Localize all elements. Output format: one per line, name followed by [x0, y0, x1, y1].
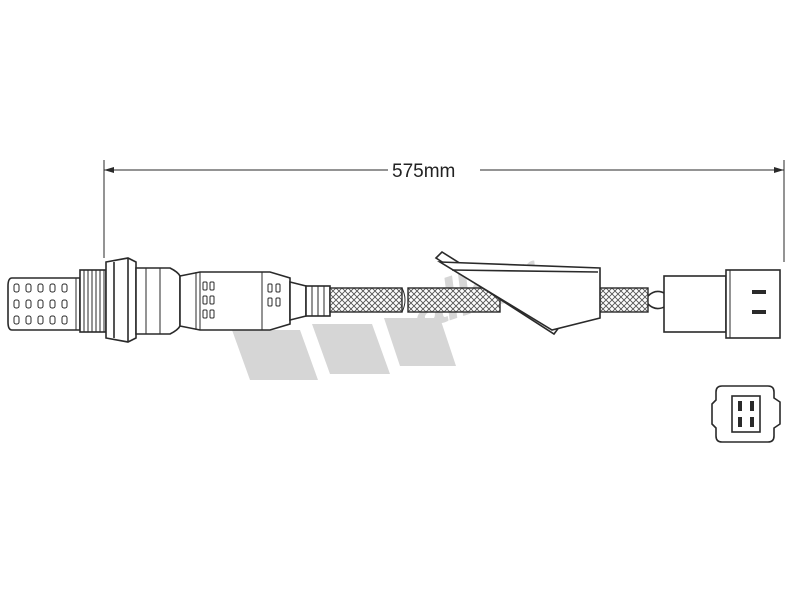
sensor-thread: [79, 269, 107, 333]
braided-cable: [329, 287, 649, 313]
sensor-cable-boot: [289, 280, 331, 322]
sensor-hex-nut: [105, 257, 137, 343]
sensor-probe-tip: [7, 277, 81, 331]
cable-protective-sleeve: [434, 250, 601, 336]
sensor-body: [135, 267, 291, 335]
dimension-length-label: 575mm: [392, 161, 455, 182]
dimension-line: [103, 160, 785, 262]
connector-face-view: [711, 385, 781, 443]
electrical-connector: [663, 269, 781, 339]
